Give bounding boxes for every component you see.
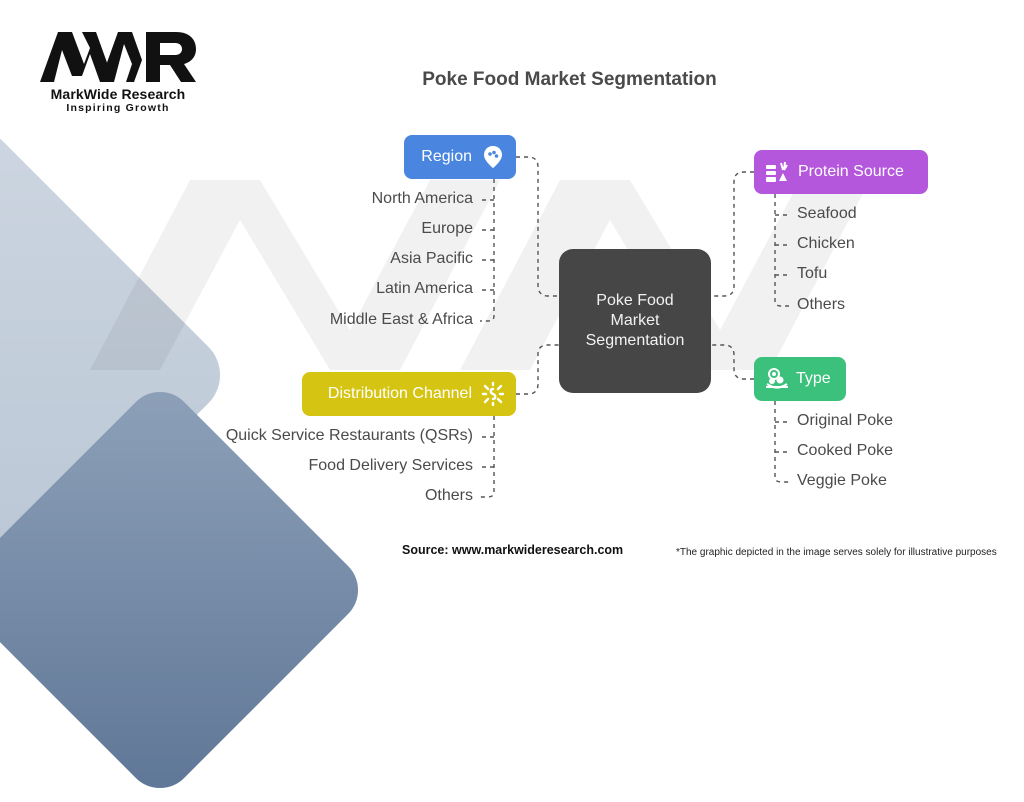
brand-tagline: Inspiring Growth [66,102,170,114]
segment-header-region: Region [404,135,516,179]
segment-label-type: Type [796,370,831,387]
distribution-burst-icon [480,381,506,407]
protein-item: Tofu [797,265,828,282]
type-item: Original Poke [797,412,894,429]
segment-header-protein-source: Protein Source [754,150,928,194]
distribution-item: Quick Service Restaurants (QSRs) [225,427,473,444]
map-pin-icon [480,144,506,170]
segment-label-distribution-channel: Distribution Channel [327,385,472,402]
distribution-item: Food Delivery Services [308,457,474,474]
segment-header-type: Type [754,357,846,401]
type-item: Veggie Poke [797,472,887,489]
region-item: North America [371,190,473,207]
protein-item: Seafood [797,205,857,222]
center-node-label: Poke Food Market Segmentation [585,292,685,349]
disclaimer-note: *The graphic depicted in the image serve… [676,547,997,558]
food-ingredients-icon [764,159,790,185]
distribution-item: Others [424,487,473,504]
logo-mark-icon [40,32,196,82]
segment-label-region: Region [421,148,472,165]
segment-header-distribution-channel: Distribution Channel [302,372,516,416]
center-node: Poke Food Market Segmentation [559,249,711,393]
source-credit: Source: www.markwideresearch.com [402,543,624,557]
region-item: Asia Pacific [390,250,473,267]
protein-item: Others [797,296,846,313]
protein-item: Chicken [797,235,855,252]
type-item: Cooked Poke [797,442,894,459]
region-item: Europe [421,220,473,237]
brand-name: MarkWide Research [50,86,186,102]
region-item: Latin America [376,280,473,297]
segment-label-protein-source: Protein Source [798,163,904,180]
poke-bowl-icon [764,366,790,392]
connector-lines [480,156,789,498]
page-title: Poke Food Market Segmentation [422,69,717,90]
brand-logo: MarkWide Research Inspiring Growth [38,30,198,114]
region-item: Middle East & Africa [329,311,473,328]
